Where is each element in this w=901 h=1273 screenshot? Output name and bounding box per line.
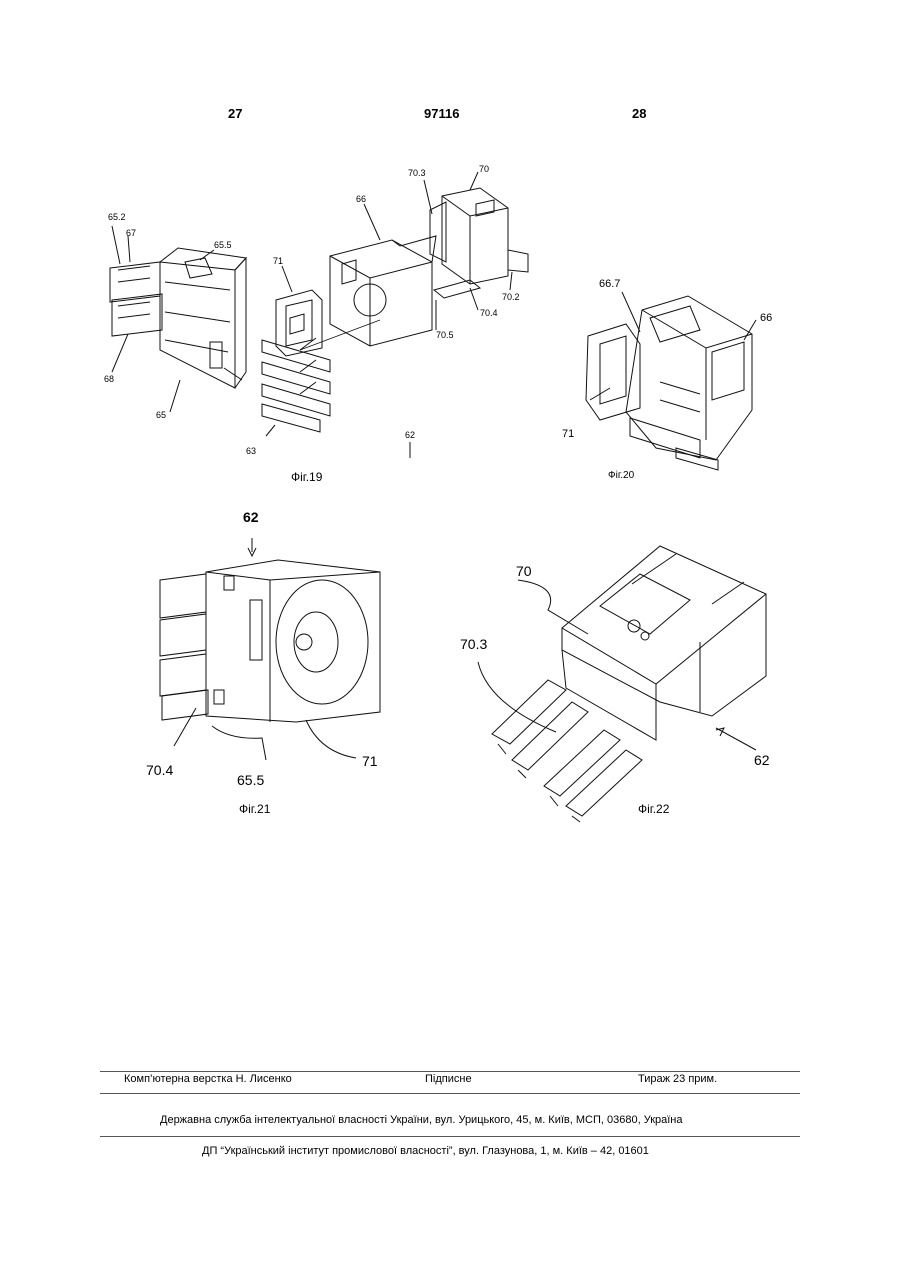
label-70-3: 70.3	[460, 636, 487, 652]
institute-address: ДП “Український інститут промислової вла…	[202, 1145, 649, 1157]
footer-rule-top	[100, 1071, 800, 1072]
circulation-note: Тираж 23 прим.	[638, 1073, 717, 1085]
footer-rule-middle	[100, 1093, 800, 1094]
figure-22: 70 70.3 62 Фіг.22	[0, 0, 901, 830]
typesetting-credit: Комп’ютерна верстка Н. Лисенко	[124, 1073, 292, 1085]
footer-rule-bottom	[100, 1136, 800, 1137]
subscription-note: Підписне	[425, 1073, 472, 1085]
label-70: 70	[516, 563, 532, 579]
figure-22-drawing	[0, 0, 901, 830]
label-62: 62	[754, 752, 770, 768]
office-address: Державна служба інтелектуальної власност…	[160, 1114, 683, 1126]
figure-22-caption: Фіг.22	[638, 802, 669, 816]
